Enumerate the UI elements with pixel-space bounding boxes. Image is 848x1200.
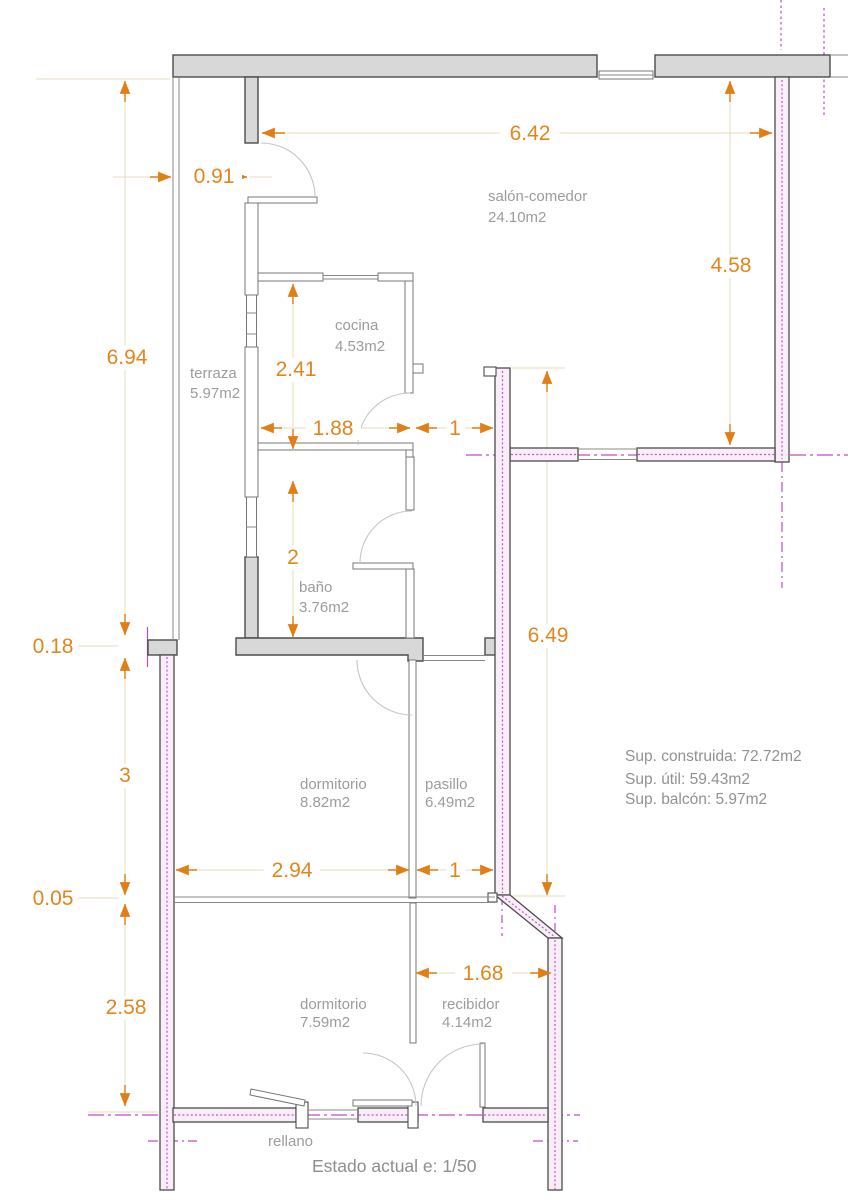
summary-util: Sup. útil: 59.43m2: [625, 771, 750, 788]
wall-diagonal: [493, 894, 564, 939]
room-area-dormitorio2: 7.59m2: [300, 1014, 350, 1031]
room-area-dormitorio1: 8.82m2: [300, 794, 350, 811]
wall-bath-left: [244, 556, 259, 639]
door-jamb-entrance-right: [407, 1101, 419, 1129]
wall-terrace-kitchen-b: [244, 346, 259, 498]
dimension-arrows: [119, 80, 773, 1107]
wall-kitchen-right: [404, 280, 414, 394]
door-arc-hall: [420, 1043, 484, 1107]
wall-top-left: [172, 54, 598, 78]
room-area-bano: 3.76m2: [299, 599, 349, 616]
surface-summary: Sup. construida: 72.72m2 Sup. útil: 59.4…: [625, 748, 802, 808]
wall-terrace-bottom: [147, 639, 178, 656]
room-area-terraza: 5.97m2: [190, 385, 240, 402]
room-label-recibidor: recibidor: [442, 996, 500, 1013]
dim-entry-width: 1.68: [463, 962, 504, 985]
door-arc-kitchen: [357, 392, 411, 446]
drawing-title: Estado actual e: 1/50: [312, 1156, 477, 1176]
window-terrace-1: [246, 294, 257, 348]
room-label-rellano: rellano: [268, 1133, 313, 1150]
room-label-bano: baño: [299, 579, 332, 596]
walls-partition: [172, 77, 495, 1120]
dimension-labels: 6.42 0.91 4.58 6.94 2.41 1.88 1 2 0.18 6…: [33, 122, 760, 1020]
room-label-cocina: cocina: [335, 317, 379, 334]
room-area-recibidor: 4.14m2: [442, 1014, 492, 1031]
room-area-pasillo: 6.49m2: [425, 794, 475, 811]
walls-load-bearing: [147, 54, 848, 662]
wall-tick-kitchen: [412, 363, 424, 374]
wall-bottom-c: [482, 1107, 549, 1123]
wall-top-right: [654, 54, 831, 78]
dim-left-height: 6.94: [107, 346, 148, 369]
wall-stub-salon-door: [244, 76, 259, 144]
wall-bath-bottom: [235, 637, 424, 662]
dim-hall-width: 1: [449, 859, 461, 882]
room-labels: salón-comedor 24.10m2 cocina 4.53m2 terr…: [190, 188, 587, 1150]
wall-terrace-kitchen-a: [244, 202, 259, 296]
wall-bath-right-a: [405, 456, 415, 511]
dim-salon-height: 4.58: [711, 254, 752, 277]
door-jamb-kitchen: [405, 449, 414, 458]
walls-axis-marked: [159, 76, 790, 1191]
door-arc-bedroom1: [356, 659, 413, 716]
dim-partition-thickness: 0.05: [33, 887, 74, 910]
door-arc-bath: [359, 510, 413, 564]
room-area-cocina: 4.53m2: [335, 338, 385, 355]
room-label-terraza: terraza: [190, 365, 237, 382]
dim-bedroom1-width: 2.94: [272, 859, 313, 882]
dim-kitchen-gap: 1: [449, 417, 461, 440]
door-leaf-hall: [479, 1042, 486, 1108]
room-label-dormitorio2: dormitorio: [300, 996, 367, 1013]
wall-kitchen-bottom: [257, 442, 414, 451]
dim-bedroom1-height: 3: [119, 764, 131, 787]
dim-terrace-width: 0.91: [194, 165, 235, 188]
dim-kitchen-width: 1.88: [313, 417, 354, 440]
wall-bedroom1-right: [408, 659, 417, 899]
room-area-salon: 24.10m2: [488, 209, 546, 226]
wall-salon-terrace-door-head: [247, 196, 318, 204]
dim-top-width: 6.42: [510, 122, 551, 145]
door-threshold-bedroom2: [352, 1099, 413, 1107]
summary-balcon: Sup. balcón: 5.97m2: [625, 791, 767, 808]
wall-kitchen-top-a: [257, 272, 324, 282]
wall-entry-right: [547, 937, 563, 1191]
wall-cap-corridor-top: [483, 366, 497, 377]
dim-kitchen-height: 2.41: [276, 358, 317, 381]
door-arc-terrace: [260, 142, 316, 198]
room-label-pasillo: pasillo: [425, 776, 468, 793]
room-label-dormitorio1: dormitorio: [300, 776, 367, 793]
dim-bedroom2-height: 2.58: [106, 996, 147, 1019]
wall-bath-right-b: [405, 568, 415, 639]
dim-corridor-height: 6.49: [528, 624, 569, 647]
door-arc-bedroom2: [362, 1052, 417, 1107]
summary-construida: Sup. construida: 72.72m2: [625, 748, 802, 765]
wall-bedroom2-right: [409, 902, 417, 1044]
dim-bath-height: 2: [287, 546, 299, 569]
wall-kitchen-top-b: [377, 272, 414, 282]
door-arcs: [260, 142, 484, 1107]
dim-wall-thickness: 0.18: [33, 635, 74, 658]
dimension-extension-lines: [36, 78, 772, 1113]
room-label-salon: salón-comedor: [488, 188, 587, 205]
wall-bath-door-head: [352, 562, 414, 570]
door-leaf-entrance: [249, 1088, 306, 1107]
